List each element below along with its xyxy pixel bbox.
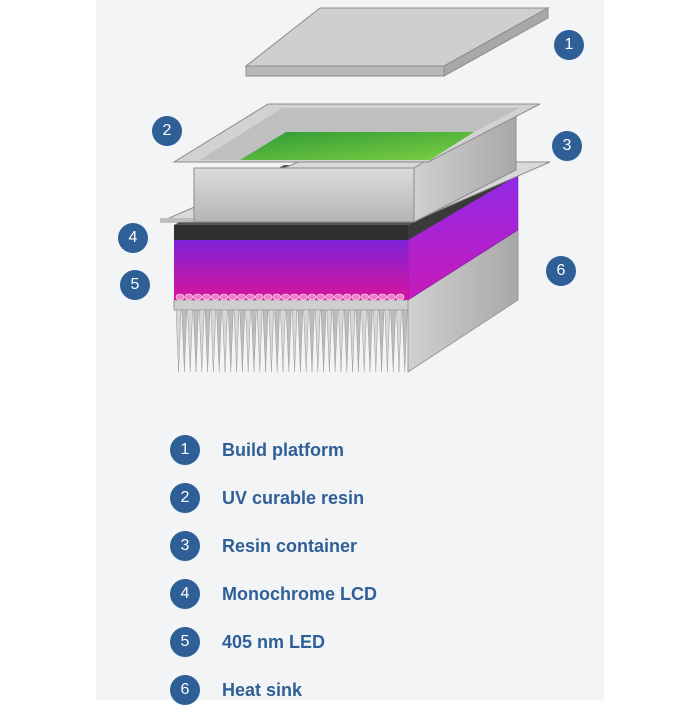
led-chip — [202, 293, 211, 301]
legend-item: 5 405 nm LED — [170, 618, 530, 666]
led-chip — [193, 293, 202, 301]
heat-sink-fin — [256, 309, 263, 373]
legend-item: 2 UV curable resin — [170, 474, 530, 522]
heat-sink-fin — [291, 309, 298, 373]
heat-sink-fin — [280, 309, 286, 373]
led-chip — [254, 293, 264, 301]
heat-sink-fin — [396, 309, 402, 373]
heat-sink-fin — [181, 309, 188, 373]
heat-sink-fin — [222, 309, 228, 373]
led-chip — [246, 293, 255, 301]
build-platform — [244, 7, 550, 77]
heat-sink-fin — [332, 309, 338, 373]
heat-sink — [173, 229, 519, 373]
callout-5: 5 — [120, 270, 150, 300]
heat-sink-fin — [367, 309, 373, 373]
component-legend: 1 Build platform 2 UV curable resin 3 Re… — [170, 426, 530, 714]
heat-sink-fin — [210, 309, 217, 373]
heat-sink-fins — [175, 309, 408, 373]
heat-sink-fin — [239, 309, 246, 373]
led-chip — [334, 293, 343, 301]
legend-number-badge: 3 — [170, 531, 200, 561]
legend-item: 6 Heat sink — [170, 666, 530, 714]
legend-label: Build platform — [222, 439, 344, 460]
heat-sink-fin — [372, 309, 379, 373]
heat-sink-fin — [390, 309, 396, 373]
heat-sink-fin — [361, 309, 367, 373]
legend-label: Resin container — [222, 535, 358, 556]
legend-label: 405 nm LED — [222, 631, 326, 652]
led-chip — [210, 293, 220, 301]
heat-sink-fin — [251, 309, 257, 373]
heat-sink-fin — [285, 309, 292, 373]
heat-sink-fin — [262, 309, 269, 373]
heat-sink-fin — [233, 309, 240, 373]
heat-sink-fin — [268, 309, 275, 373]
led-chip — [307, 293, 317, 301]
led-chip — [219, 293, 229, 301]
led-chip — [325, 293, 334, 301]
heat-sink-fin — [274, 309, 280, 373]
heat-sink-fin — [303, 309, 309, 373]
legend-number-badge: 1 — [170, 435, 200, 465]
callout-4: 4 — [118, 223, 148, 253]
led-chip — [360, 293, 370, 301]
legend-item: 4 Monochrome LCD — [170, 570, 530, 618]
heat-sink-fin — [309, 309, 315, 373]
legend-label: Heat sink — [222, 679, 303, 700]
heat-sink-fin — [401, 309, 408, 373]
resin-container — [159, 103, 551, 223]
callout-3: 3 — [552, 131, 582, 161]
led-chip — [386, 293, 396, 301]
callout-1: 1 — [554, 30, 584, 60]
led-chip — [316, 293, 326, 301]
led-chip — [237, 293, 246, 301]
heat-sink-fin — [227, 309, 234, 373]
heat-sink-fin — [349, 309, 356, 373]
led-chip — [184, 293, 194, 301]
heat-sink-fin — [216, 309, 222, 373]
heat-sink-fin — [314, 309, 321, 373]
heat-sink-fin — [338, 309, 344, 373]
legend-number-badge: 2 — [170, 483, 200, 513]
led-chip — [263, 293, 273, 301]
heat-sink-fin — [320, 309, 327, 373]
msla-printer-exploded-diagram — [159, 7, 551, 373]
heat-sink-fin — [297, 309, 304, 373]
led-chip — [395, 293, 405, 301]
heat-sink-fin — [175, 309, 182, 373]
led-chip — [290, 293, 299, 301]
led-chip — [342, 293, 352, 301]
led-chip — [281, 293, 290, 301]
heat-sink-fin — [378, 309, 385, 373]
heat-sink-fin — [193, 309, 199, 373]
legend-number-badge: 5 — [170, 627, 200, 657]
led-chip — [369, 293, 378, 301]
led-block — [174, 174, 519, 301]
uv-curable-resin — [240, 132, 474, 160]
led-chip — [378, 293, 387, 301]
heat-sink-fin — [187, 309, 193, 373]
legend-number-badge: 6 — [170, 675, 200, 705]
heat-sink-fin — [204, 309, 211, 373]
heat-sink-fin — [343, 309, 350, 373]
legend-number-badge: 4 — [170, 579, 200, 609]
callout-6: 6 — [546, 256, 576, 286]
legend-item: 3 Resin container — [170, 522, 530, 570]
led-chip — [228, 293, 238, 301]
legend-label: UV curable resin — [222, 487, 365, 508]
led-chip — [351, 293, 361, 301]
led-chip — [175, 293, 185, 301]
heat-sink-fin — [355, 309, 362, 373]
legend-item: 1 Build platform — [170, 426, 530, 474]
heat-sink-fin — [198, 309, 205, 373]
callout-2: 2 — [152, 116, 182, 146]
led-array — [175, 293, 405, 301]
heat-sink-fin — [245, 309, 251, 373]
heat-sink-fin — [326, 309, 333, 373]
led-chip — [272, 293, 282, 301]
legend-label: Monochrome LCD — [222, 583, 377, 604]
heat-sink-fin — [384, 309, 391, 373]
led-chip — [298, 293, 308, 301]
